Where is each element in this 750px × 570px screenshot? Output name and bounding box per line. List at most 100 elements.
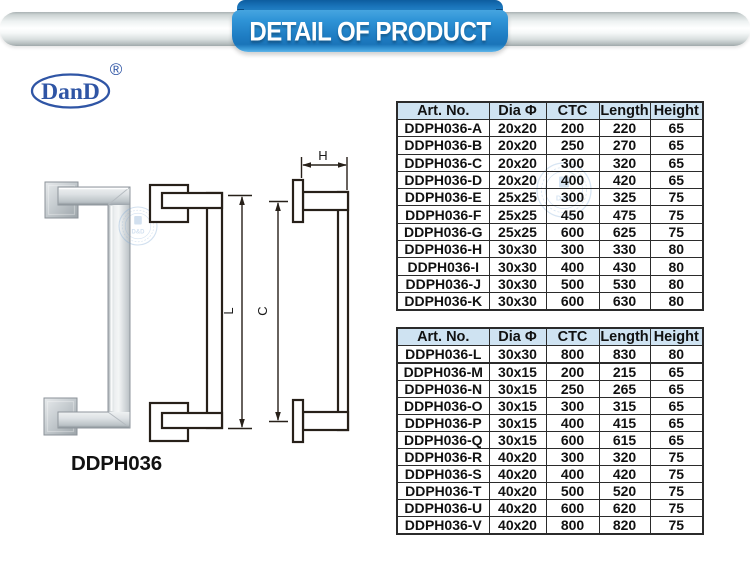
column-header: CTC: [545, 101, 600, 120]
cell: 75: [649, 205, 704, 224]
brand-logo: DanD ®: [30, 60, 123, 109]
logo-ellipse: [30, 73, 111, 109]
cell: 75: [649, 188, 704, 207]
cell: 520: [598, 482, 651, 500]
dim-label-H: H: [318, 148, 327, 163]
outline-top-arm: [160, 191, 224, 210]
cell: 600: [545, 291, 600, 311]
banner-ribbon-body: [232, 10, 508, 52]
side-bar: [336, 190, 350, 432]
cell: 600: [545, 499, 600, 517]
handle-side-view: [291, 178, 350, 444]
cell: 80: [649, 257, 704, 276]
cell: DDPH036-O: [396, 397, 490, 415]
column-header: Art. No.: [396, 327, 490, 346]
watermark-drawing: D&D: [118, 206, 158, 246]
handle-bottom-arm: [58, 412, 130, 428]
cell: DDPH036-U: [396, 499, 490, 517]
cell: 20x20: [488, 170, 547, 190]
outline-bottom-arm: [160, 411, 224, 430]
cell: 420: [598, 465, 651, 483]
cell: 65: [649, 414, 704, 432]
cell: 620: [598, 499, 651, 517]
cell: 500: [545, 482, 600, 500]
cell: 75: [649, 516, 704, 535]
cell: 65: [649, 362, 704, 381]
cell: 30x15: [488, 362, 547, 381]
cell: 65: [649, 170, 704, 190]
cell: 80: [649, 291, 704, 311]
cell: 65: [649, 431, 704, 449]
cell: DDPH036-J: [396, 274, 490, 293]
cell: 250: [545, 380, 600, 398]
cell: 315: [598, 397, 651, 415]
cell: DDPH036-E: [396, 188, 490, 207]
cell: 65: [649, 153, 704, 172]
cell: DDPH036-R: [396, 448, 490, 466]
cell: 450: [545, 205, 600, 224]
side-bottom-flange: [291, 398, 305, 444]
svg-text:D&D: D&D: [132, 230, 146, 236]
column-header: Dia Φ: [488, 101, 547, 120]
cell: DDPH036-H: [396, 240, 490, 259]
handle-photo-view: [43, 181, 131, 436]
cell: 400: [545, 414, 600, 432]
cell: DDPH036-N: [396, 380, 490, 398]
cell: 25x25: [488, 205, 547, 224]
cell: 400: [545, 257, 600, 276]
cell: DDPH036-C: [396, 153, 490, 172]
cell: DDPH036-G: [396, 222, 490, 242]
cell: 30x15: [488, 397, 547, 415]
column-header: Height: [649, 101, 704, 120]
cell: 600: [545, 431, 600, 449]
cell: 420: [598, 170, 651, 190]
handle-outline: [57, 186, 131, 429]
cell: 25x25: [488, 222, 547, 242]
cell: 250: [545, 136, 600, 155]
cell: 40x20: [488, 482, 547, 500]
cell: 30x30: [488, 291, 547, 311]
cell: DDPH036-I: [396, 257, 490, 276]
cell: 80: [649, 240, 704, 259]
cell: 65: [649, 118, 704, 138]
cell: 320: [598, 448, 651, 466]
cell: DDPH036-F: [396, 205, 490, 224]
handle-bar: [108, 205, 130, 412]
handle-top-arm: [58, 187, 130, 205]
cell: 800: [545, 516, 600, 535]
column-header: Height: [649, 327, 704, 346]
dimension-H: [300, 157, 348, 190]
cell: DDPH036-A: [396, 118, 490, 138]
column-header: Length: [598, 101, 651, 120]
cell: 80: [649, 345, 704, 364]
cell: 75: [649, 448, 704, 466]
cell: 300: [545, 153, 600, 172]
column-header: CTC: [545, 327, 600, 346]
cell: 40x20: [488, 499, 547, 517]
cell: 400: [545, 465, 600, 483]
cell: 20x20: [488, 153, 547, 172]
cell: 20x20: [488, 136, 547, 155]
cell: 30x15: [488, 380, 547, 398]
cell: 630: [598, 291, 651, 311]
side-bottom-arm: [301, 410, 350, 432]
banner-title: DETAIL OF PRODUCT: [249, 17, 491, 48]
banner-ribbon: DETAIL OF PRODUCT: [232, 0, 508, 52]
cell: 300: [545, 240, 600, 259]
cell: DDPH036-V: [396, 516, 490, 535]
cell: 65: [649, 136, 704, 155]
